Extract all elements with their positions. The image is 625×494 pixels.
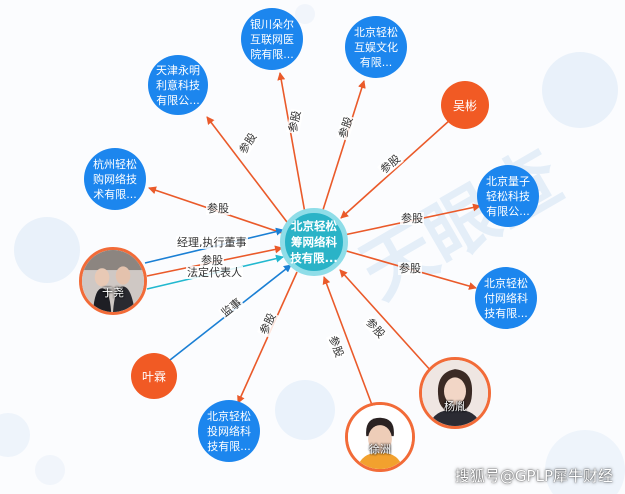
person-label: 吴彬	[452, 98, 477, 113]
edge-songtou	[237, 271, 298, 404]
company-label: 杭州轻松购网络技术有限...	[93, 157, 137, 201]
person-photo-icon	[422, 360, 488, 426]
edge-label-hangzhou: 参股	[206, 202, 230, 215]
watermark-text: 搜狐号@GPLP犀牛财经	[454, 467, 613, 485]
edge-label-yuyin_legal: 法定代表人	[186, 266, 243, 279]
company-node-hangzhou[interactable]: 杭州轻松购网络技术有限...	[84, 148, 146, 210]
company-node-tianjin[interactable]: 天津永明利意科技有限公...	[148, 55, 208, 115]
person-node-xuzhou[interactable]: 徐洲	[345, 402, 415, 472]
person-node-yelin[interactable]: 叶霖	[131, 353, 177, 399]
person-label: 于尧	[102, 286, 124, 299]
company-label: 北京轻松互娱文化有限...	[354, 25, 398, 69]
person-label: 徐洲	[369, 443, 391, 456]
edge-yinchuan	[277, 72, 306, 214]
company-label: 北京轻松付网络科技有限...	[484, 276, 528, 320]
edge-wubin	[340, 119, 451, 219]
person-label: 叶霖	[141, 369, 166, 384]
company-label: 银川朵尔互联网医院有限...	[250, 17, 294, 61]
svg-text:天眼查: 天眼查	[347, 134, 576, 315]
edge-songhu	[321, 80, 366, 214]
edge-yangling	[339, 269, 433, 373]
edge-tianjin	[206, 116, 291, 227]
edge-label-yuyin_exec: 经理,执行董事	[176, 236, 248, 249]
company-node-lianzi[interactable]: 北京量子轻松科技有限公...	[477, 165, 539, 227]
person-node-yuyin[interactable]: 于尧	[79, 247, 147, 315]
company-label: 天津永明利意科技有限公...	[156, 63, 200, 107]
center-company-label: 北京轻松筹网络科技有限...	[290, 219, 338, 265]
company-node-songfu[interactable]: 北京轻松付网络科技有限...	[475, 267, 537, 329]
edge-label-yuyin_share: 参股	[200, 254, 224, 267]
person-label: 杨胤	[444, 400, 466, 413]
person-node-wubin[interactable]: 吴彬	[441, 81, 489, 129]
person-node-yangling[interactable]: 杨胤	[419, 357, 491, 429]
center-company-node[interactable]: 北京轻松筹网络科技有限...	[280, 208, 348, 276]
company-label: 北京量子轻松科技有限公...	[486, 174, 530, 218]
edge-label-lianzi: 参股	[400, 212, 424, 225]
edge-label-songfu: 参股	[398, 262, 422, 275]
company-label: 北京轻松投网络科技有限...	[207, 409, 251, 453]
company-node-songhu[interactable]: 北京轻松互娱文化有限...	[345, 16, 407, 78]
company-node-songtou[interactable]: 北京轻松投网络科技有限...	[198, 400, 260, 462]
company-node-yinchuan[interactable]: 银川朵尔互联网医院有限...	[241, 8, 303, 70]
person-photo-icon	[82, 250, 144, 312]
person-photo-icon	[348, 405, 412, 469]
edge-xuzhou	[322, 276, 373, 406]
